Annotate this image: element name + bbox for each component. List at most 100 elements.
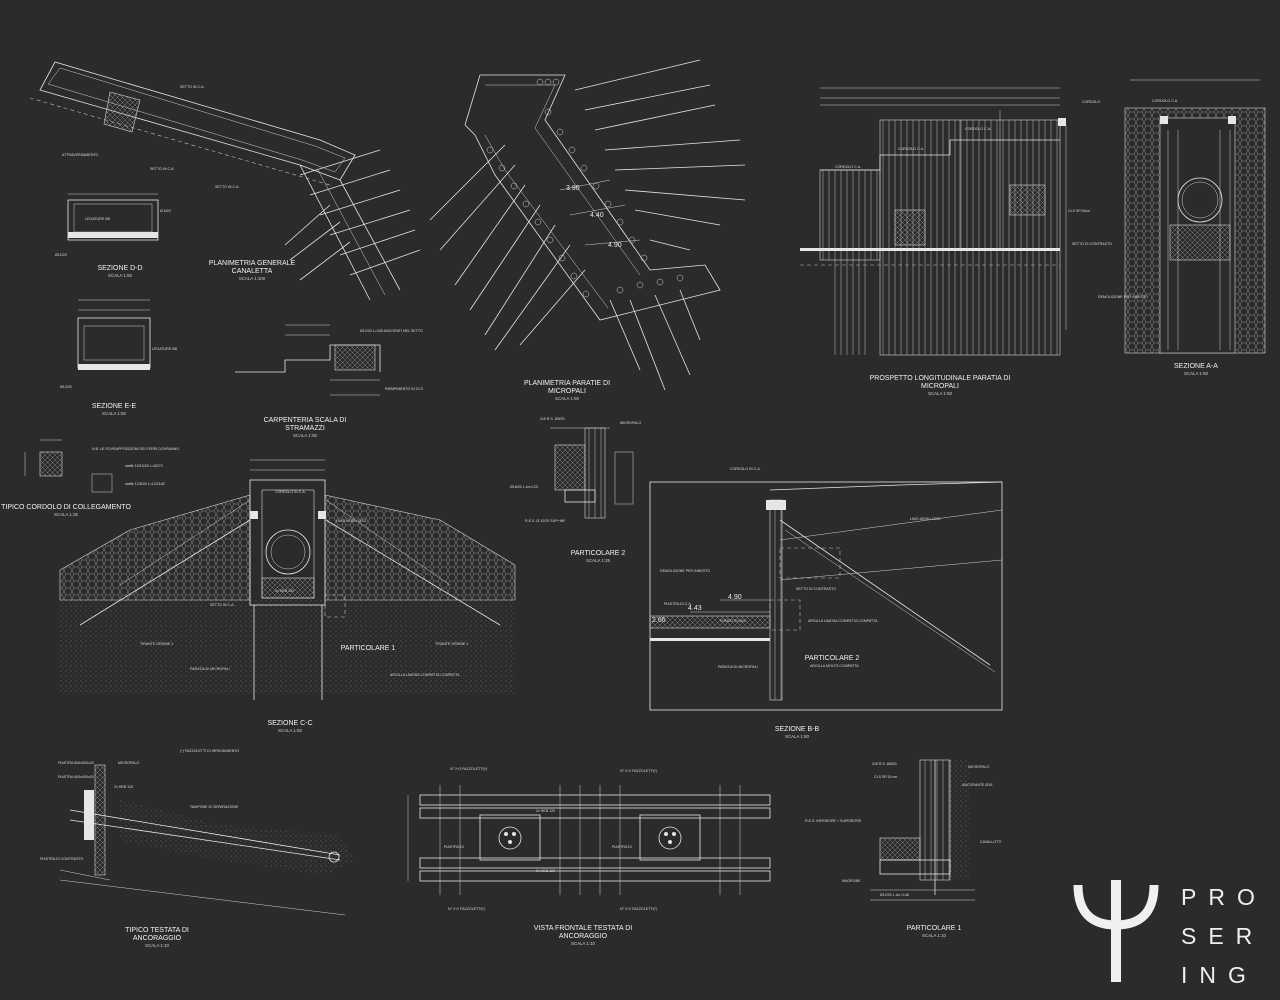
scale-vista-frontale: SCALA 1:10 (571, 941, 595, 946)
svg-text:LIMO ARGILLOSO: LIMO ARGILLOSO (910, 517, 941, 521)
sezione-ee-drawing: LEGATURE Ø8 Ø12/20 SEZIONE E-E SCALA 1:5… (60, 299, 177, 416)
svg-text:R.E.S. INFERIORE + SUPERIORE: R.E.S. INFERIORE + SUPERIORE (805, 819, 862, 823)
svg-text:LEGATURE Ø8: LEGATURE Ø8 (85, 217, 110, 221)
svg-text:Ø12/20: Ø12/20 (55, 253, 67, 257)
proser-ing-logo: PRO SER ING (1073, 880, 1267, 988)
scale-tipico-testata: SCALA 1:10 (145, 943, 169, 948)
svg-text:TAMPONE DI SEPARAZIONE: TAMPONE DI SEPARAZIONE (190, 805, 239, 809)
svg-text:LIMO ARGILLOSO: LIMO ARGILLOSO (336, 519, 367, 523)
particolare-1-drawing: 2x5 R.S. Ø8/20 CLS SP.15 cm MICROPALO AN… (805, 759, 1001, 938)
label-prospetto-2: MICROPALI (921, 383, 959, 390)
svg-text:ARGILLA LIMOSA COMPATTA COMPAT: ARGILLA LIMOSA COMPATTA COMPATTA (390, 673, 460, 677)
brand-row-3: ING (1181, 962, 1258, 988)
svg-text:2x HEB 120: 2x HEB 120 (536, 869, 555, 873)
svg-text:CORDOLO C.A.: CORDOLO C.A. (1152, 99, 1178, 103)
svg-text:RIEMPIMENTO IN CLS: RIEMPIMENTO IN CLS (385, 387, 423, 391)
svg-text:staffe 12/8/20 L=122/182: staffe 12/8/20 L=122/182 (125, 482, 165, 486)
label-planimetria-paratie-1: PLANIMETRIA PARATIE DI (524, 380, 610, 387)
label-tipico-testata-2: ANCORAGGIO (133, 935, 182, 942)
dim-440: 4.40 (590, 212, 604, 219)
svg-text:2x5 R.S. Ø8/20: 2x5 R.S. Ø8/20 (872, 762, 897, 766)
brand-row-2: SER (1181, 923, 1264, 949)
svg-text:CORDOLO C.A.: CORDOLO C.A. (898, 147, 924, 151)
planimetria-canaletta-drawing: SETTO IN C.A. ATTRAVERSAMENTO SETTO IN C… (29, 61, 421, 301)
scale-particolare-2: SCALA 1:25 (586, 558, 610, 563)
label-carpenteria-1: CARPENTERIA SCALA DI (264, 417, 347, 424)
svg-text:N° 2+2 FAZZOLETTI(*): N° 2+2 FAZZOLETTI(*) (620, 907, 657, 911)
tipico-testata-drawing: PIASTRA 500x500x20 PIASTRA 400x400x20 MI… (40, 749, 355, 948)
svg-text:SETTO DI CONTRASTO: SETTO DI CONTRASTO (796, 587, 836, 591)
sezione-bb-drawing: CORDOLO IN C.A. LIMO ARGILLOSO ARGILLA L… (649, 467, 1003, 739)
svg-text:PIASTRA DI CONTRASTO: PIASTRA DI CONTRASTO (40, 857, 83, 861)
svg-text:staffe 10/10/20 L=82/72: staffe 10/10/20 L=82/72 (125, 464, 163, 468)
callout-particolare-2: PARTICOLARE 2 (805, 655, 860, 662)
svg-text:TIRANTE ORDINE 1: TIRANTE ORDINE 1 (140, 642, 173, 646)
svg-text:Ø12/20 L=345 ANCORATI NEL SETT: Ø12/20 L=345 ANCORATI NEL SETTO (360, 329, 423, 333)
svg-text:MAGRONE: MAGRONE (842, 879, 861, 883)
svg-text:Ø12/20 L.tot =148: Ø12/20 L.tot =148 (880, 893, 909, 897)
svg-text:PARATIA DI MICROPALI: PARATIA DI MICROPALI (190, 667, 230, 671)
tipico-cordolo-drawing: N.B. LE SOVRAPPOSIZIONI DEI FERRI DOVRAN… (1, 439, 179, 517)
svg-text:MICROPALO: MICROPALO (118, 761, 140, 765)
dim-266: 2.66 (652, 617, 666, 624)
svg-text:SETTO DI CONTRASTO: SETTO DI CONTRASTO (1072, 242, 1112, 246)
svg-text:PIASTRA DI: PIASTRA DI (612, 845, 632, 849)
dim-443: 4.43 (688, 605, 702, 612)
label-particolare-2: PARTICOLARE 2 (571, 550, 626, 557)
svg-text:CORDOLO C.A.: CORDOLO C.A. (965, 127, 991, 131)
scale-particolare-1: SCALA 1:10 (922, 933, 946, 938)
dim-390: 3.90 (566, 185, 580, 192)
scale-tipico-cordolo: SCALA 1:25 (54, 512, 78, 517)
label-sezione-dd: SEZIONE D-D (97, 265, 142, 272)
psi-icon (1073, 880, 1159, 982)
scale-sezione-aa: SCALA 1:50 (1184, 371, 1208, 376)
brand-row-1: PRO (1181, 884, 1267, 910)
svg-text:(*) FAZZOLETTI DI IRRIGIDIMENT: (*) FAZZOLETTI DI IRRIGIDIMENTO (180, 749, 239, 753)
svg-text:PARATIA DI MICROPALI: PARATIA DI MICROPALI (718, 665, 758, 669)
prospetto-drawing: CORDOLO C.A. CORDOLO C.A. CORDOLO C.A. C… (800, 87, 1112, 396)
svg-text:LEGATURE Ø8: LEGATURE Ø8 (152, 347, 177, 351)
scale-carpenteria: SCALA 1:50 (293, 433, 317, 438)
svg-text:N.B. LE SOVRAPPOSIZIONI DEI FE: N.B. LE SOVRAPPOSIZIONI DEI FERRI DOVRAN… (92, 447, 179, 451)
scale-sezione-bb: SCALA 1:50 (785, 734, 809, 739)
svg-text:PIASTRA DI: PIASTRA DI (444, 845, 464, 849)
scale-planimetria-paratie: SCALA 1:50 (555, 396, 579, 401)
svg-text:R.E.S. Ø 12/20 SUP+INF: R.E.S. Ø 12/20 SUP+INF (525, 519, 566, 523)
svg-text:SETTO IN C.A.: SETTO IN C.A. (210, 603, 235, 607)
svg-text:2x HEB 120: 2x HEB 120 (536, 809, 555, 813)
svg-text:ANCORANTE Ø16: ANCORANTE Ø16 (962, 783, 992, 787)
scale-sezione-cc: SCALA 1:50 (278, 728, 302, 733)
svg-text:2x5 R.S. Ø8/20: 2x5 R.S. Ø8/20 (540, 417, 565, 421)
svg-text:CORDOLO IN C.A.: CORDOLO IN C.A. (275, 490, 306, 494)
svg-text:SETTO IN C.A.: SETTO IN C.A. (215, 185, 240, 189)
label-planimetria-canaletta-1: PLANIMETRIA GENERALE (209, 260, 296, 267)
svg-text:CORDOLO: CORDOLO (1082, 100, 1100, 104)
svg-text:DEMOLIZIONE PER INNESTO: DEMOLIZIONE PER INNESTO (660, 569, 710, 573)
label-sezione-cc: SEZIONE C-C (267, 720, 312, 727)
svg-text:CORDOLO C.A.: CORDOLO C.A. (835, 165, 861, 169)
dim-490: 4.90 (608, 242, 622, 249)
svg-text:CORDOLO IN C.A.: CORDOLO IN C.A. (730, 467, 761, 471)
svg-text:PIASTRA DI C.A.: PIASTRA DI C.A. (664, 602, 692, 606)
label-planimetria-canaletta-2: CANALETTA (232, 268, 273, 275)
sezione-dd-drawing: LEGATURE Ø8 Ø 6/20 Ø12/20 SEZIONE D-D SC… (55, 193, 171, 278)
label-vista-frontale-1: VISTA FRONTALE TESTATA DI (534, 925, 632, 932)
label-sezione-ee: SEZIONE E-E (92, 403, 137, 410)
svg-text:TIRANTE ORDINE 1: TIRANTE ORDINE 1 (435, 642, 468, 646)
particolare-2-drawing: 2x5 R.S. Ø8/20 MICROPALO Ø16/20 L.tot=12… (510, 417, 642, 563)
scale-sezione-ee: SCALA 1:50 (102, 411, 126, 416)
label-sezione-bb: SEZIONE B-B (775, 726, 820, 733)
planimetria-paratie-drawing: 3.90 4.40 4.90 PLANIMETRIA PARATIE DI MI… (429, 59, 746, 401)
svg-text:CLS SP.15cm: CLS SP.15cm (1068, 209, 1090, 213)
callout-particolare-1: PARTICOLARE 1 (341, 645, 396, 652)
svg-text:2x HEB 120: 2x HEB 120 (114, 785, 133, 789)
label-prospetto-1: PROSPETTO LONGITUDINALE PARATIA DI (870, 375, 1011, 382)
label-carpenteria-2: STRAMAZZI (285, 425, 325, 432)
label-particolare-1: PARTICOLARE 1 (907, 925, 962, 932)
svg-text:FONDO SCAVO: FONDO SCAVO (720, 619, 746, 623)
label-sezione-aa: SEZIONE A-A (1174, 363, 1218, 370)
svg-text:SETTO IN C.A.: SETTO IN C.A. (150, 167, 175, 171)
vista-frontale-drawing: N° 2+2 FAZZOLETTI(*) N° 2+2 FAZZOLETTI(*… (407, 767, 771, 946)
scale-prospetto: SCALA 1:50 (928, 391, 952, 396)
